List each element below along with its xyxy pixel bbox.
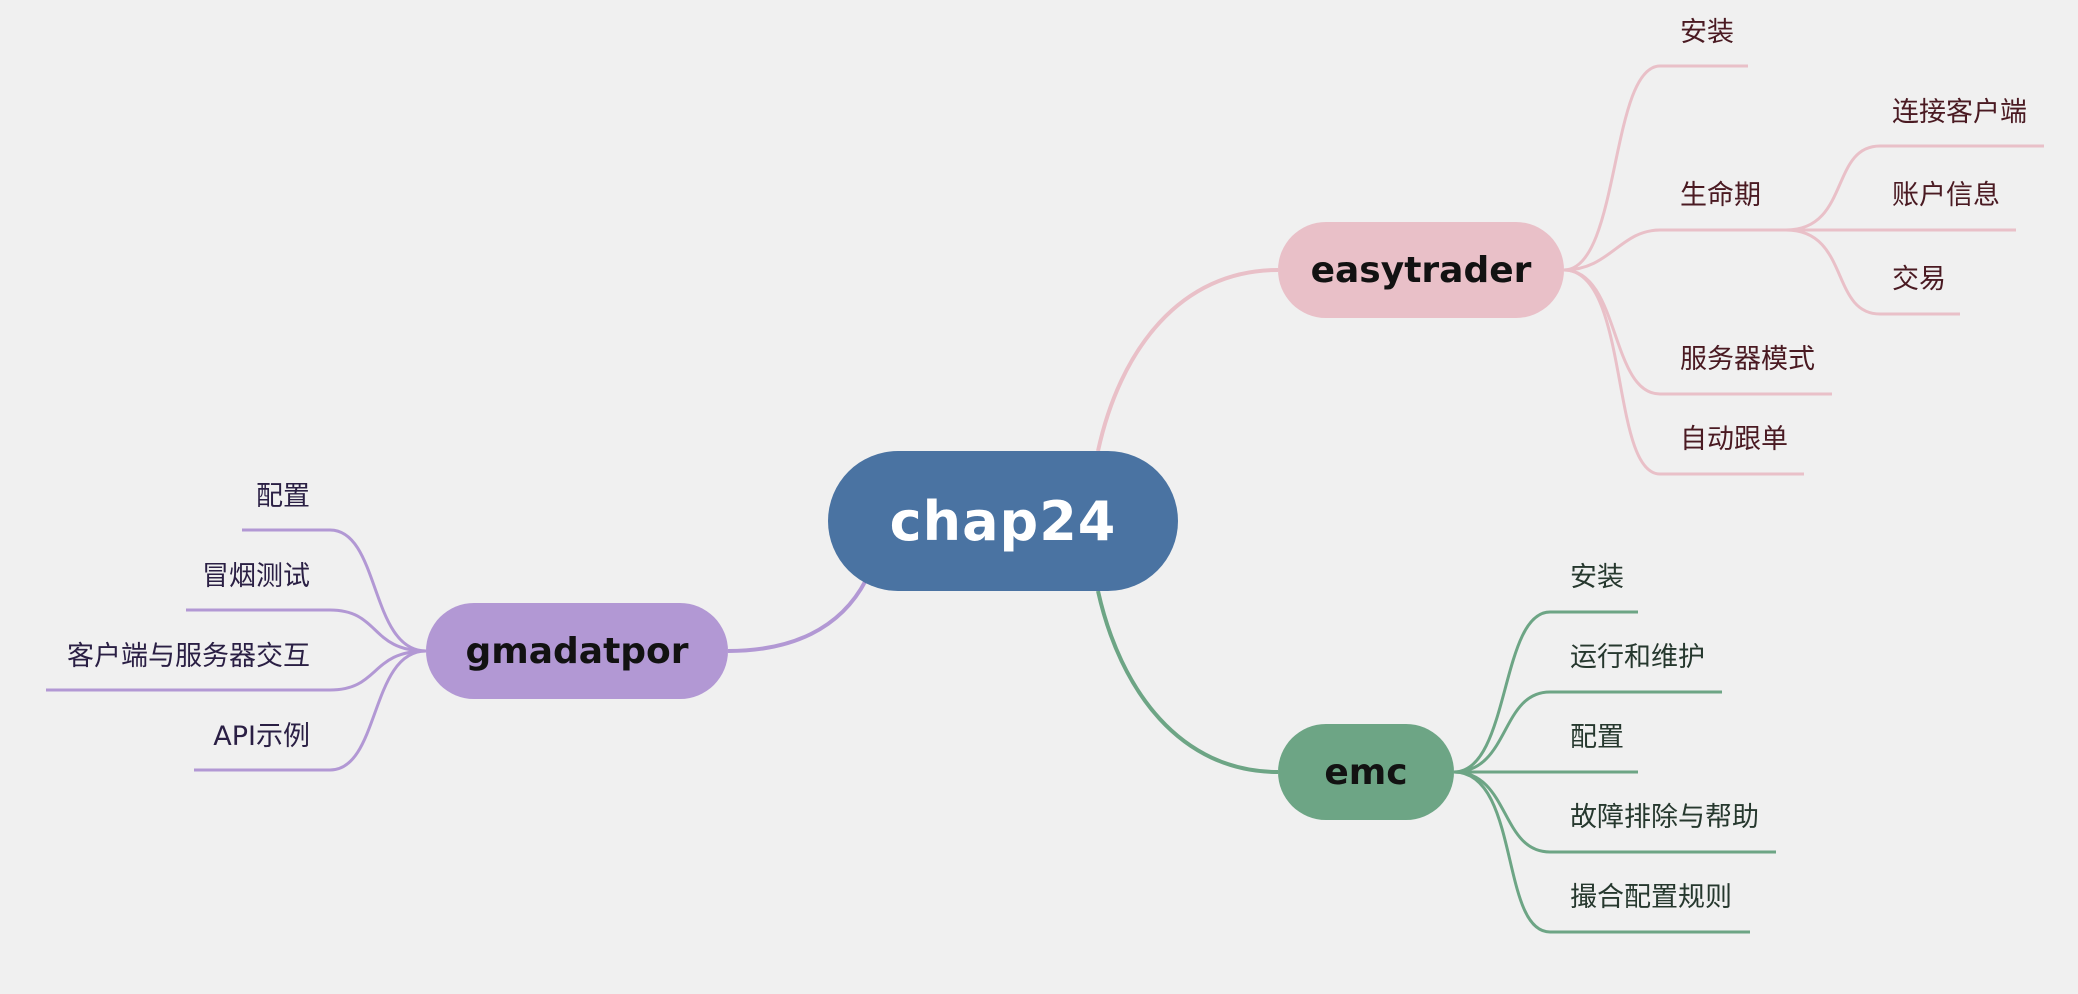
connector-root-easytrader xyxy=(1096,268,1279,452)
branch-easytrader[interactable]: easytrader xyxy=(1278,222,1564,318)
connector-gma-api xyxy=(194,649,427,772)
connector-emc-install xyxy=(1453,610,1638,774)
easytrader-lifecycle[interactable]: 生命期 xyxy=(1680,180,1761,211)
connector-life-connect xyxy=(1785,144,2044,232)
lifecycle-trade[interactable]: 交易 xyxy=(1892,264,1946,295)
gmadatpor-api-example[interactable]: API示例 xyxy=(213,721,310,752)
connector-easy-auto xyxy=(1563,268,1804,476)
gmadatpor-client-server[interactable]: 客户端与服务器交互 xyxy=(67,641,310,672)
branch-gmadatpor-label: gmadatpor xyxy=(465,630,689,672)
connector-emc-match xyxy=(1453,770,1750,934)
emc-config[interactable]: 配置 xyxy=(1570,722,1624,753)
connector-root-gmadatpor xyxy=(727,579,868,653)
lifecycle-account-info[interactable]: 账户信息 xyxy=(1892,180,2000,211)
lifecycle-connect-client[interactable]: 连接客户端 xyxy=(1892,97,2027,128)
emc-matching-rules[interactable]: 撮合配置规则 xyxy=(1570,882,1732,913)
emc-troubleshoot[interactable]: 故障排除与帮助 xyxy=(1570,802,1759,833)
gmadatpor-config[interactable]: 配置 xyxy=(256,481,310,512)
connector-gma-config xyxy=(242,528,427,653)
emc-run-maintain[interactable]: 运行和维护 xyxy=(1570,642,1705,673)
easytrader-auto-follow[interactable]: 自动跟单 xyxy=(1680,424,1788,455)
root-topic-label: chap24 xyxy=(889,489,1117,553)
gmadatpor-smoke-test[interactable]: 冒烟测试 xyxy=(202,561,310,592)
branch-gmadatpor[interactable]: gmadatpor xyxy=(426,603,728,699)
branch-emc[interactable]: emc xyxy=(1278,724,1454,820)
emc-install[interactable]: 安装 xyxy=(1570,562,1624,593)
branch-easytrader-label: easytrader xyxy=(1310,249,1532,291)
branch-emc-label: emc xyxy=(1324,751,1408,793)
easytrader-install[interactable]: 安装 xyxy=(1680,17,1734,48)
connector-life-trade xyxy=(1785,228,1960,316)
connector-emc-run xyxy=(1453,690,1722,774)
connector-easy-install xyxy=(1563,64,1748,272)
connector-easy-lifecycle xyxy=(1563,228,1786,272)
connector-gma-smoke xyxy=(186,608,427,653)
root-topic-chap24[interactable]: chap24 xyxy=(828,451,1178,591)
connector-root-emc xyxy=(1096,590,1279,774)
connector-gma-client xyxy=(46,649,427,692)
easytrader-server-mode[interactable]: 服务器模式 xyxy=(1680,344,1815,375)
